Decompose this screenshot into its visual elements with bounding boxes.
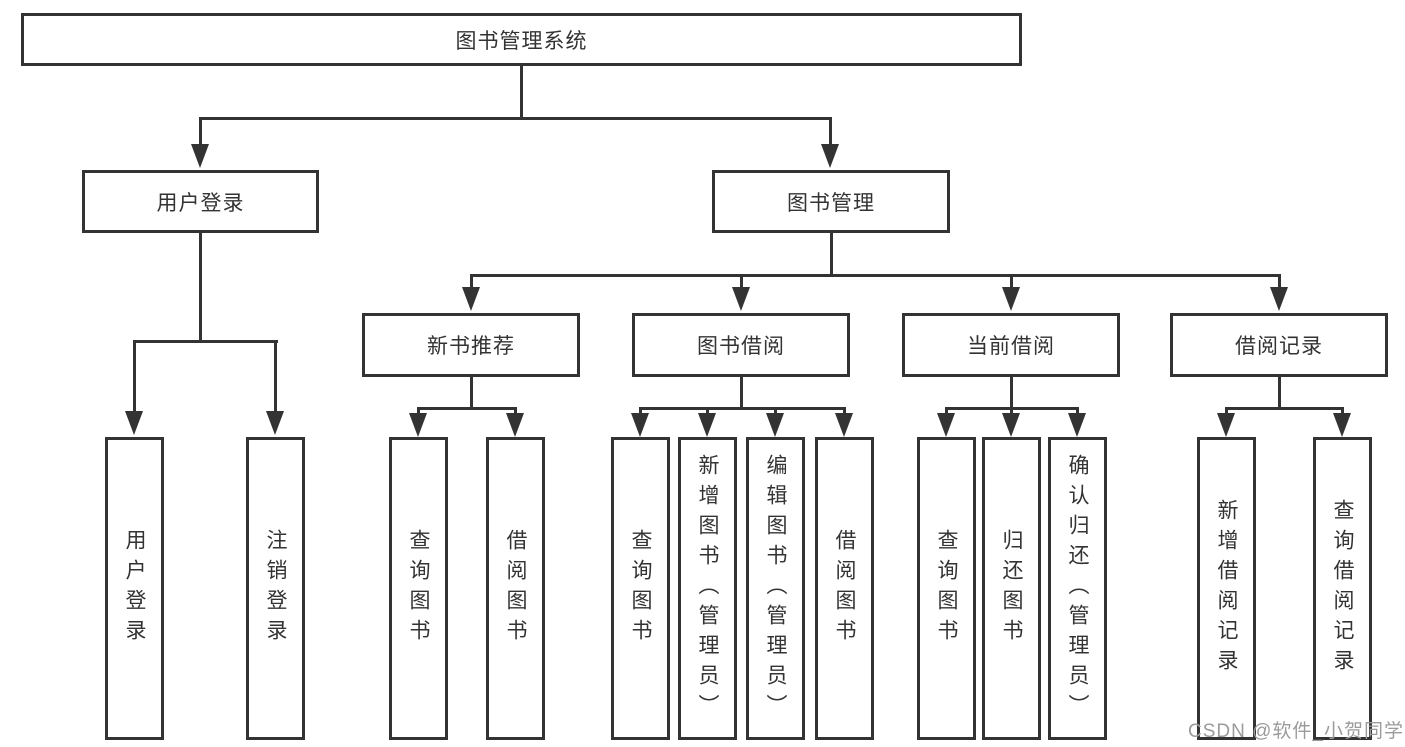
leaf-borrow-books-borrowing: 借阅图书 <box>815 437 874 740</box>
leaf-return-books: 归还图书 <box>982 437 1041 740</box>
node-root: 图书管理系统 <box>21 13 1022 66</box>
arrow-drop-book-management <box>821 117 839 168</box>
leaf-query-books-current: 查询图书 <box>917 437 976 740</box>
connector-book-management-bar <box>470 274 1281 277</box>
arrow-drop-query-books-a <box>409 407 427 437</box>
leaf-logout-login: 注销登录 <box>246 437 305 740</box>
leaf-label: 确认归还（管理员） <box>1066 453 1089 724</box>
connector-current-borrowing-stem <box>1010 377 1013 407</box>
node-borrowing-records: 借阅记录 <box>1170 313 1388 377</box>
connector-borrow-records-stem <box>1278 377 1281 407</box>
node-new-book-recommendation: 新书推荐 <box>362 313 580 377</box>
leaf-query-borrow-record: 查询借阅记录 <box>1313 437 1372 740</box>
connector-book-borrowing-stem <box>740 377 743 407</box>
leaf-add-book-admin: 新增图书（管理员） <box>678 437 737 740</box>
leaf-label: 查询图书 <box>407 528 430 649</box>
node-label: 图书管理系统 <box>455 29 588 53</box>
leaf-label: 借阅图书 <box>833 528 856 649</box>
arrow-drop-leaf-logout <box>266 340 284 435</box>
arrow-drop-edit-book <box>766 407 784 437</box>
connector-book-management-stem <box>830 233 833 274</box>
arrow-drop-borrow-books-b <box>835 407 853 437</box>
connector-new-book-stem <box>470 377 473 407</box>
node-label: 图书借阅 <box>697 335 785 358</box>
leaf-user-login: 用户登录 <box>105 437 164 740</box>
connector-root-bar <box>199 117 832 120</box>
arrow-drop-query-books-c <box>937 407 955 437</box>
arrow-drop-book-borrowing <box>732 274 750 311</box>
node-book-management: 图书管理 <box>712 170 950 233</box>
connector-borrow-records-bar <box>1225 407 1344 410</box>
node-book-borrowing: 图书借阅 <box>632 313 850 377</box>
node-label: 借阅记录 <box>1235 335 1323 358</box>
leaf-label: 注销登录 <box>264 528 287 649</box>
leaf-label: 借阅图书 <box>504 528 527 649</box>
arrow-drop-user-login <box>191 117 209 168</box>
arrow-drop-current-borrowing <box>1002 274 1020 311</box>
node-user-login: 用户登录 <box>82 170 319 233</box>
leaf-label: 新增借阅记录 <box>1215 498 1238 679</box>
leaf-query-books-borrowing: 查询图书 <box>611 437 670 740</box>
arrow-drop-query-borrow-record <box>1333 407 1351 437</box>
leaf-confirm-return-admin: 确认归还（管理员） <box>1048 437 1107 740</box>
arrow-drop-borrow-books-a <box>506 407 524 437</box>
arrow-drop-add-book <box>698 407 716 437</box>
node-label: 图书管理 <box>787 191 875 215</box>
leaf-label: 查询借阅记录 <box>1331 498 1354 679</box>
leaf-label: 编辑图书（管理员） <box>764 453 787 724</box>
connector-book-borrowing-bar <box>639 407 846 410</box>
node-label: 用户登录 <box>156 191 245 215</box>
leaf-label: 查询图书 <box>629 528 652 649</box>
csdn-watermark: CSDN @软件_小贺同学 <box>1188 721 1404 742</box>
connector-user-login-stem <box>199 233 202 340</box>
connector-new-book-bar <box>417 407 517 410</box>
leaf-label: 新增图书（管理员） <box>696 453 719 724</box>
arrow-drop-return-books <box>1002 407 1020 437</box>
node-label: 新书推荐 <box>427 335 515 358</box>
arrow-drop-borrow-records <box>1270 274 1288 311</box>
leaf-borrow-books-recommend: 借阅图书 <box>486 437 545 740</box>
leaf-label: 用户登录 <box>123 528 146 649</box>
connector-user-login-bar <box>133 340 278 343</box>
connector-root-stem <box>520 66 523 117</box>
arrow-drop-confirm-return <box>1068 407 1086 437</box>
arrow-drop-new-book <box>462 274 480 311</box>
leaf-add-borrow-record: 新增借阅记录 <box>1197 437 1256 740</box>
leaf-edit-book-admin: 编辑图书（管理员） <box>746 437 805 740</box>
node-current-borrowing: 当前借阅 <box>902 313 1120 377</box>
node-label: 当前借阅 <box>967 335 1055 358</box>
leaf-label: 归还图书 <box>1000 528 1023 649</box>
arrow-drop-add-borrow-record <box>1217 407 1235 437</box>
leaf-query-books-recommend: 查询图书 <box>389 437 448 740</box>
arrow-drop-query-books-b <box>631 407 649 437</box>
arrow-drop-leaf-user-login <box>125 340 143 435</box>
leaf-label: 查询图书 <box>935 528 958 649</box>
